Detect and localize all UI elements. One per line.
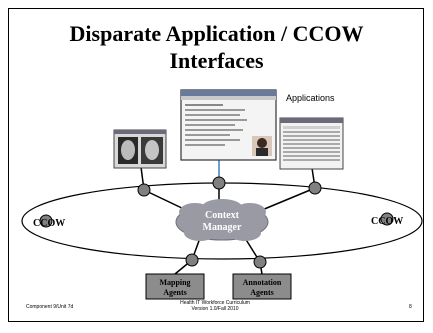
footer-curriculum: Health IT Workforce Curriculum Version 1… (155, 300, 275, 312)
agent-node-annotation (253, 255, 267, 269)
footer-component: Component 9/Unit 7d (26, 304, 74, 310)
ring-node-ccow-right (380, 212, 394, 226)
app-screenshot-document (180, 89, 277, 161)
app-screenshot-xray (113, 129, 167, 169)
mapping-agents-box (145, 273, 205, 300)
ccow-label-right: CCOW (371, 216, 403, 227)
app-screenshot-list (279, 117, 344, 170)
context-manager-cloud (175, 199, 269, 241)
ccow-label-left: CCOW (33, 218, 65, 229)
footer-page-number: 8 (409, 304, 412, 310)
context-manager-label-1: Context (205, 210, 240, 221)
context-manager-label-2: Manager (203, 222, 242, 233)
ring-node-right (308, 181, 322, 195)
title-line-1: Disparate Application / CCOW (69, 21, 364, 46)
agent-node-mapping (185, 253, 199, 267)
mapping-agents-label-2: Agents (163, 288, 187, 297)
connector-node3-cm (261, 187, 316, 211)
ring-node-left (137, 183, 151, 197)
annotation-agents-label-1: Annotation (243, 278, 282, 287)
applications-label: Applications (286, 93, 335, 103)
mapping-agents-label-1: Mapping (159, 278, 190, 287)
annotation-agents-label-2: Agents (250, 288, 274, 297)
ring-node-center (212, 176, 226, 190)
slide-title: Disparate Application / CCOW Interfaces (0, 20, 433, 74)
annotation-agents-box (232, 273, 292, 300)
footer-curriculum-line-2: Version 1.0/Fall 2010 (191, 306, 239, 312)
ring-node-ccow-left (39, 214, 53, 228)
footer-curriculum-line-1: Health IT Workforce Curriculum (180, 300, 250, 306)
slide (8, 8, 424, 322)
connector-node1-cm (143, 189, 187, 211)
title-line-2: Interfaces (169, 48, 264, 73)
